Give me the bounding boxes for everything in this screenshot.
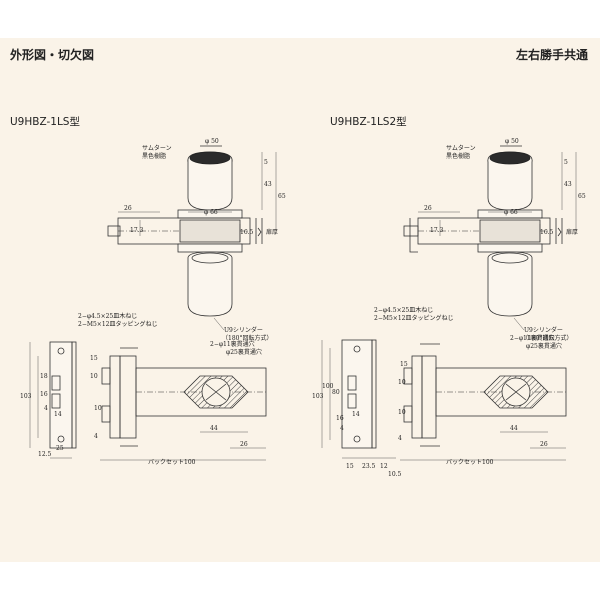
dim-25-a: 25 (56, 445, 64, 452)
compatibility-note: 左右勝手共通 (515, 48, 588, 62)
left-side-view-labels: 2−φ4.5×25皿木ねじ 2−M5×12皿タッピングねじ 2−φ11裏貫通穴 … (20, 312, 262, 466)
dim-26b-a: 26 (240, 441, 248, 448)
dim-16-b: 16 (336, 415, 344, 422)
door-label-a: 扉厚 (266, 228, 278, 236)
right-front-view-labels: φ 50 サムターン 黒色樹脂 φ 66 5 43 65 26 17.3 16.… (424, 138, 586, 342)
screw1-label-b: 2−φ4.5×25皿木ねじ (374, 306, 433, 314)
dim-235-b: 23.5 (362, 463, 376, 470)
dim-14-a: 14 (54, 411, 62, 418)
right-side-view (321, 339, 567, 461)
screw2-label-b: 2−M5×12皿タッピングねじ (374, 314, 453, 322)
drawing-title: 外形図・切欠図 (10, 48, 95, 62)
dim-165-b: 16.5 (540, 229, 554, 236)
left-side-view (29, 341, 267, 461)
dim-10-a: 10 (90, 373, 98, 380)
dim-15c-b: 15 (400, 361, 408, 368)
backset-label-b: バックセット100 (446, 459, 494, 466)
dim-80-b: 80 (332, 389, 340, 396)
dim-d66-a: φ 66 (204, 209, 218, 216)
dim-14-b: 14 (352, 411, 360, 418)
dim-44-b: 44 (510, 425, 518, 432)
thumbturn-label-b: サムターン (446, 144, 476, 152)
dim-100-b: 100 (322, 383, 334, 390)
thumbturn-label-a: サムターン (142, 144, 172, 152)
dim-16-a: 16 (40, 391, 48, 398)
dim-5-b: 5 (564, 159, 568, 166)
dim-43-a: 43 (264, 181, 272, 188)
model-label-a: U9HBZ-1LS型 (10, 116, 80, 128)
screw1-label-a: 2−φ4.5×25皿木ねじ (78, 312, 137, 320)
cylinder-label-a: U9シリンダー (224, 326, 263, 334)
dim-15-a: 15 (90, 355, 98, 362)
door-label-b: 扉厚 (566, 228, 578, 236)
hole25-label-a: φ25裏貫通穴 (226, 348, 262, 356)
color-label-a: 黒色樹脂 (142, 152, 166, 160)
dim-10b-b: 10 (398, 409, 406, 416)
dim-15-b: 15 (346, 463, 354, 470)
dim-4-a: 4 (44, 405, 48, 412)
dim-10-b: 10 (398, 379, 406, 386)
rotation-label-a: （180°回転方式） (222, 334, 272, 342)
right-front-view (403, 145, 577, 331)
hole25-label-b: φ25裏貫通穴 (526, 342, 562, 350)
dim-43-b: 43 (564, 181, 572, 188)
dim-103-b: 103 (312, 393, 324, 400)
dim-d50-b: φ 50 (505, 138, 519, 145)
left-front-view-labels: φ 50 サムターン 黒色樹脂 φ 66 5 43 65 26 17.3 16.… (124, 138, 286, 342)
dim-4-b: 4 (340, 425, 344, 432)
left-front-view (107, 145, 277, 331)
dim-4b-b: 4 (398, 435, 402, 442)
technical-drawing: φ 50 サムターン 黒色樹脂 φ 66 5 43 65 26 17.3 16.… (20, 138, 586, 478)
right-side-view-labels: 2−φ4.5×25皿木ねじ 2−M5×12皿タッピングねじ 2−φ11裏貫通穴 … (312, 306, 562, 478)
dim-103-a: 103 (20, 393, 32, 400)
screw2-label-a: 2−M5×12皿タッピングねじ (78, 320, 157, 328)
dim-65-a: 65 (278, 193, 286, 200)
dim-44-a: 44 (210, 425, 218, 432)
dim-18-a: 18 (40, 373, 48, 380)
dim-d50-a: φ 50 (205, 138, 219, 145)
hole11-label-a: 2−φ11裏貫通穴 (210, 340, 255, 348)
dim-10b-a: 10 (94, 405, 102, 412)
dim-5-a: 5 (264, 159, 268, 166)
dim-26-a: 26 (124, 205, 132, 212)
model-label-b: U9HBZ-1LS2型 (330, 116, 407, 128)
cylinder-label-b: U9シリンダー (524, 326, 563, 334)
dim-4b-a: 4 (94, 433, 98, 440)
dim-d66-b: φ 66 (504, 209, 518, 216)
backset-label-a: バックセット100 (148, 459, 196, 466)
dim-173-b: 17.3 (430, 227, 444, 234)
hole11-label-b: 2−φ11裏貫通穴 (510, 334, 555, 342)
rotation-label-b: （180°回転方式） (522, 334, 572, 342)
dim-105-b: 10.5 (388, 471, 402, 478)
dim-26b-b: 26 (540, 441, 548, 448)
dim-65-b: 65 (578, 193, 586, 200)
dim-173-a: 17.3 (130, 227, 144, 234)
dim-165-a: 16.5 (240, 229, 254, 236)
color-label-b: 黒色樹脂 (446, 152, 470, 160)
dim-26-b: 26 (424, 205, 432, 212)
dim-125-a: 12.5 (38, 451, 52, 458)
dim-12-b: 12 (380, 463, 388, 470)
drawing-sheet: 外形図・切欠図 左右勝手共通 U9HBZ-1LS型 U9HBZ-1LS2型 (0, 38, 600, 562)
